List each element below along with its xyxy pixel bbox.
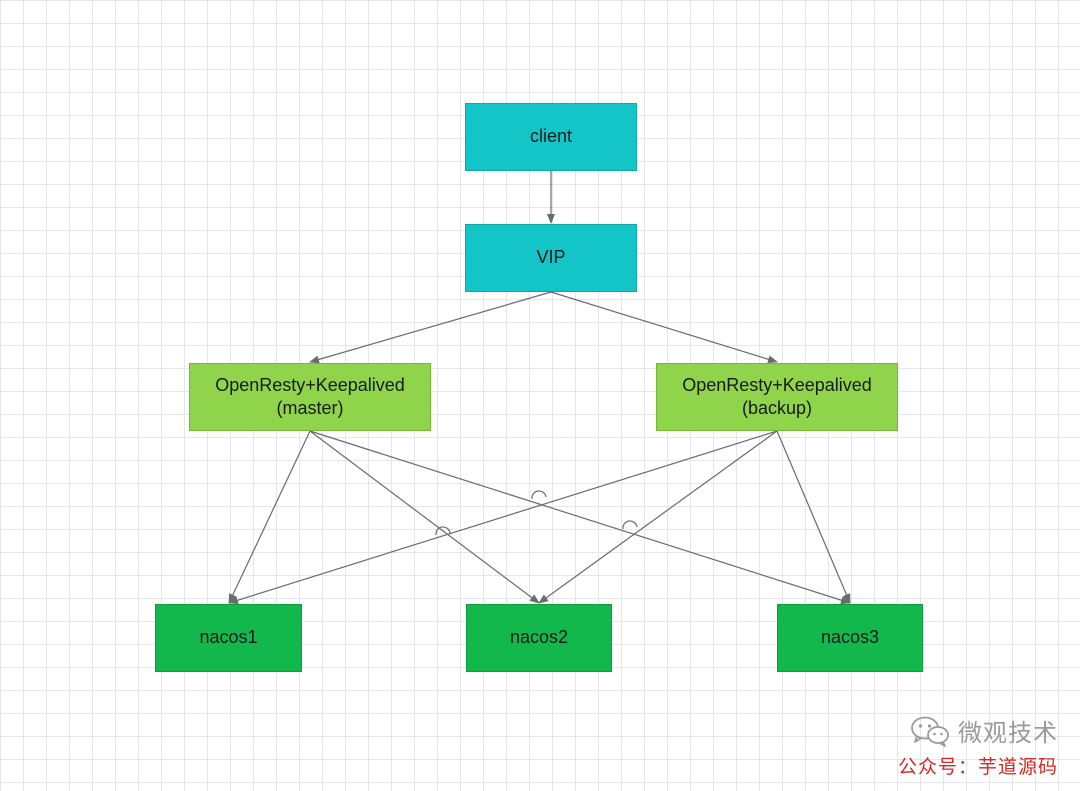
edge-master-nacos1	[228, 430, 311, 604]
watermark-brand-text: 微观技术	[958, 719, 1058, 747]
backup-label-line2: (backup)	[741, 398, 813, 418]
nacos2-node: nacos2	[466, 604, 612, 672]
edge-vip-backup	[550, 291, 778, 364]
edge-vip-master	[309, 291, 552, 364]
line-jump-3	[622, 520, 638, 530]
watermark-brand: 微观技术	[898, 713, 1058, 748]
edge-backup-nacos1	[228, 430, 778, 605]
openresty-master-node: OpenResty+Keepalived (master)	[189, 363, 431, 431]
vip-label: VIP	[536, 247, 566, 268]
nacos3-node: nacos3	[777, 604, 923, 672]
client-node: client	[465, 103, 637, 171]
nacos2-label: nacos2	[509, 627, 569, 648]
master-label-line1: OpenResty+Keepalived	[215, 374, 405, 395]
master-label-line2: (master)	[276, 398, 344, 418]
nacos1-node: nacos1	[155, 604, 302, 672]
line-jump-2	[435, 526, 451, 536]
openresty-backup-node: OpenResty+Keepalived (backup)	[656, 363, 898, 431]
watermark-account-text: 公众号：芋道源码	[897, 756, 1058, 778]
backup-label-line1: OpenResty+Keepalived	[682, 374, 872, 395]
edge-master-nacos2	[309, 430, 540, 604]
watermark: 微观技术 公众号：芋道源码	[898, 713, 1058, 779]
wechat-icon	[911, 716, 949, 747]
client-label: client	[529, 126, 573, 147]
line-jump-1	[531, 490, 547, 500]
edge-backup-nacos3	[776, 430, 851, 604]
edge-backup-nacos2	[538, 430, 778, 604]
edge-master-nacos3	[309, 430, 851, 605]
vip-node: VIP	[465, 224, 637, 292]
nacos3-label: nacos3	[820, 627, 880, 648]
nacos1-label: nacos1	[199, 627, 258, 648]
